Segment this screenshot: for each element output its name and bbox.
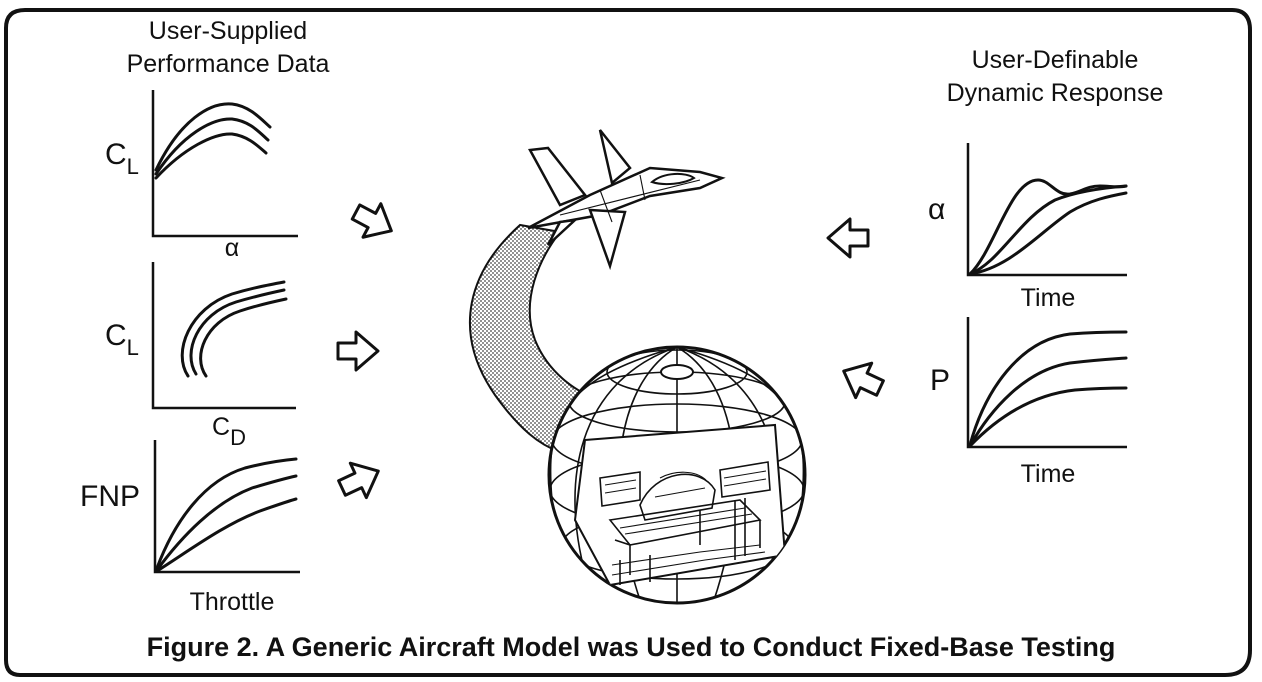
- plot-cl-alpha-axes: [151, 90, 298, 238]
- plot-p-time-curve-1: [968, 330, 1128, 447]
- plot-cl-cd-curve-1: [180, 280, 286, 378]
- arrow-right-1: [350, 202, 393, 239]
- plot-cl-cd-curve-2: [189, 288, 286, 376]
- plot-cl-cd-xlabel: CD: [212, 413, 246, 450]
- left-heading-line1: User-Supplied: [149, 17, 307, 45]
- plot-cl-cd: CL CD: [105, 262, 296, 450]
- plot-alpha-time: α Time: [928, 143, 1128, 312]
- plot-cl-cd-curve-3: [199, 297, 288, 378]
- dome-simulator-icon: [547, 345, 807, 605]
- figure-frame: [4, 8, 1252, 677]
- arrow-right-2: [336, 330, 380, 372]
- plot-cl-alpha: CL α: [105, 90, 298, 262]
- plot-p-time-xlabel: Time: [1021, 460, 1076, 488]
- plot-p-time-axes: [966, 317, 1127, 449]
- plot-fnp-throttle-ylabel: FNP: [80, 480, 140, 513]
- arrow-left-1: [826, 217, 870, 259]
- plot-fnp-throttle: FNP Throttle: [80, 440, 300, 616]
- plot-cl-alpha-curve-2: [154, 117, 270, 176]
- figure-caption: Figure 2. A Generic Aircraft Model was U…: [147, 632, 1116, 662]
- plot-fnp-throttle-curve-3: [155, 497, 298, 573]
- plot-p-time-curve-2: [968, 356, 1128, 448]
- right-heading-line2: Dynamic Response: [947, 79, 1164, 107]
- plot-alpha-time-xlabel: Time: [1021, 284, 1076, 312]
- arrow-right-3: [337, 461, 380, 500]
- plot-cl-cd-axes: [151, 262, 296, 410]
- plot-alpha-time-curve-1: [968, 178, 1128, 276]
- right-heading-line1: User-Definable: [972, 46, 1139, 74]
- plot-fnp-throttle-curve-2: [155, 474, 298, 572]
- arrow-left-2: [842, 361, 885, 400]
- plot-cl-alpha-curve-1: [154, 102, 272, 172]
- fighter-aircraft-icon: [527, 129, 726, 271]
- plot-fnp-throttle-curve-1: [155, 457, 298, 570]
- plot-alpha-time-axes: [966, 143, 1127, 277]
- plot-fnp-throttle-axes: [153, 440, 300, 574]
- plot-cl-alpha-xlabel: α: [225, 234, 239, 262]
- plot-p-time-curve-3: [968, 386, 1128, 448]
- left-heading-line2: Performance Data: [127, 50, 330, 78]
- plot-alpha-time-curve-3: [968, 191, 1128, 276]
- plot-cl-alpha-curve-3: [154, 132, 268, 180]
- plot-alpha-time-curve-2: [968, 184, 1128, 276]
- plot-cl-alpha-ylabel: CL: [105, 138, 139, 179]
- plot-alpha-time-ylabel: α: [928, 193, 945, 226]
- plot-cl-cd-ylabel: CL: [105, 319, 139, 360]
- plot-p-time: P Time: [930, 317, 1128, 488]
- plot-fnp-throttle-xlabel: Throttle: [190, 588, 275, 616]
- plot-p-time-ylabel: P: [930, 364, 950, 397]
